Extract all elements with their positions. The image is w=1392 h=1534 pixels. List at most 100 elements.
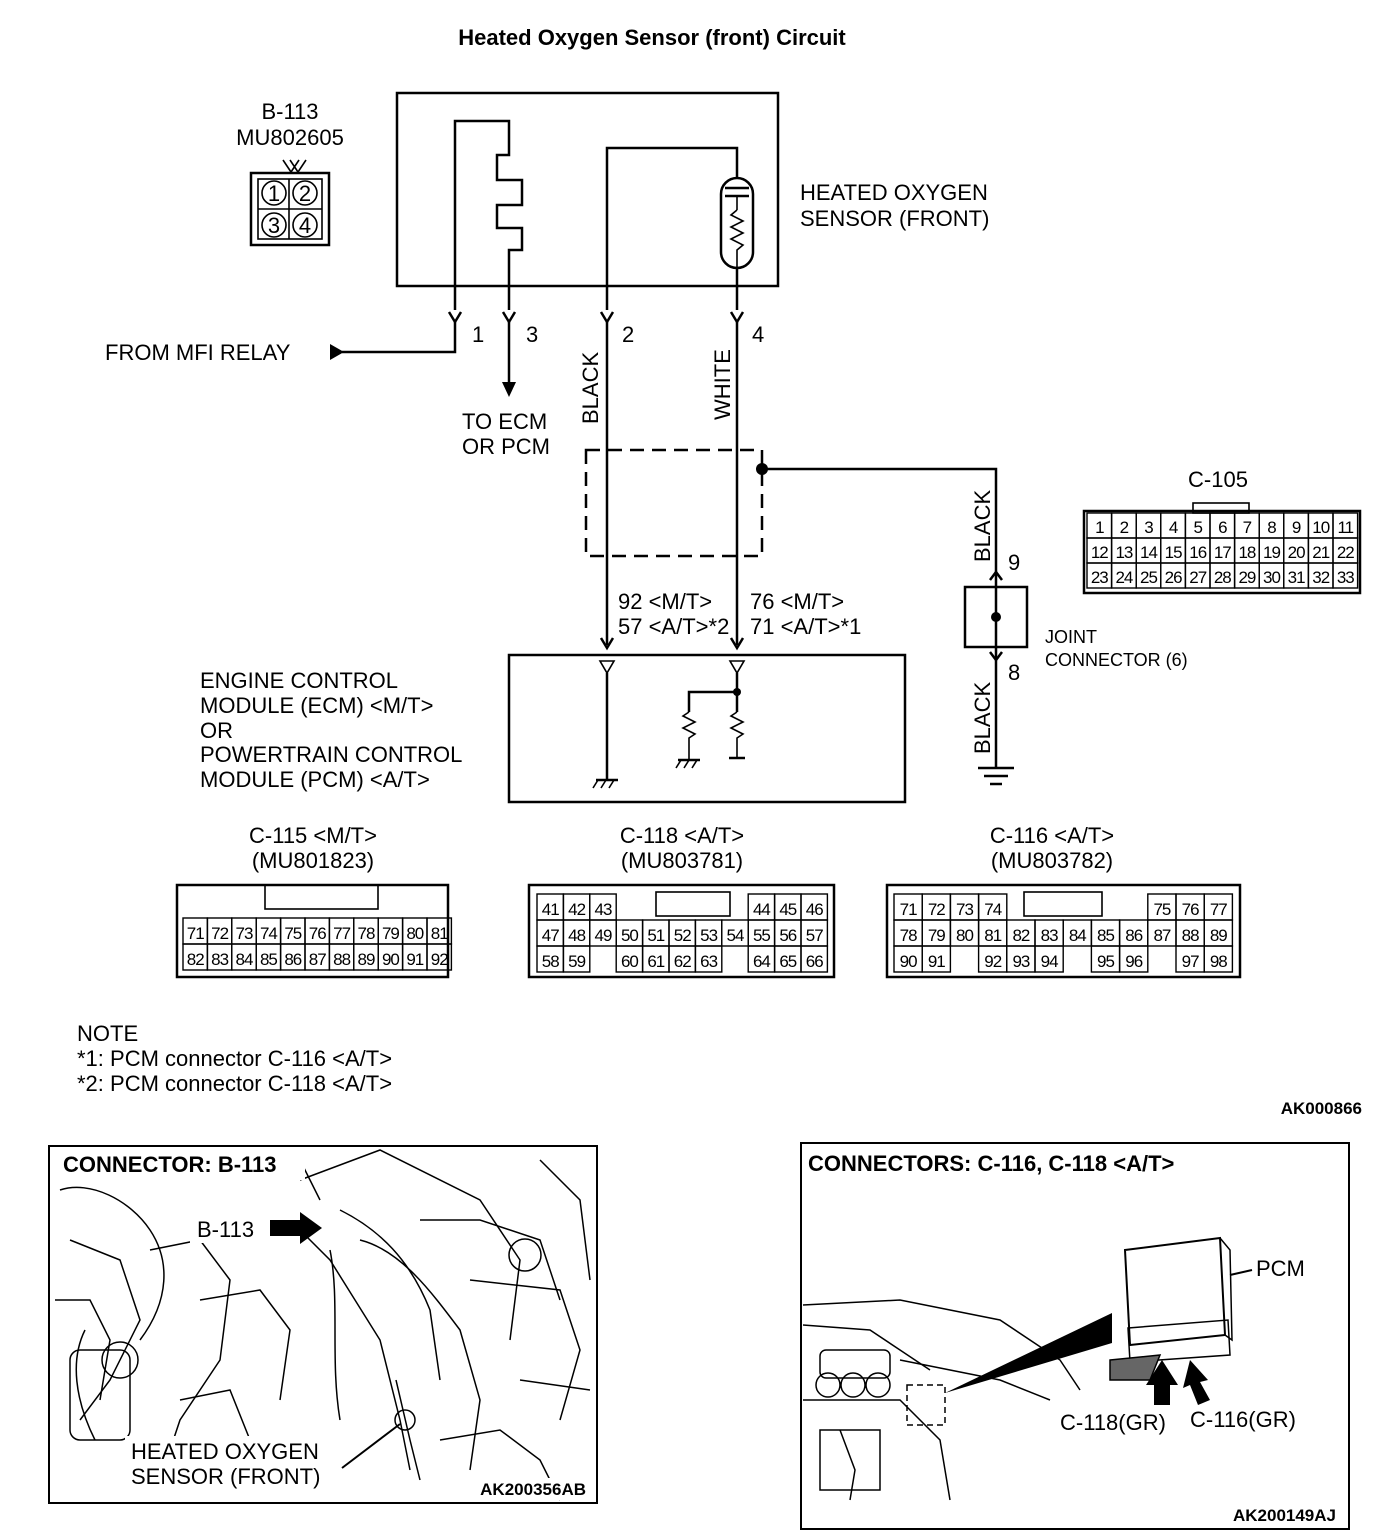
pin-label-3: 3 (526, 322, 538, 347)
b113-pin-3: 3 (268, 213, 280, 238)
wire-color-black-ground: BLACK (970, 682, 995, 754)
c118-pin: 44 (753, 900, 770, 919)
joint-label-1: JOINT (1045, 627, 1097, 647)
joint-connector (963, 569, 1029, 786)
c118-pin: 66 (806, 952, 823, 971)
c118-pin: 60 (621, 952, 638, 971)
c116-arrow-icon (1183, 1360, 1210, 1405)
figure-code: AK000866 (1281, 1099, 1362, 1118)
c105-pin: 25 (1140, 568, 1157, 587)
c115-pin: 78 (358, 924, 375, 943)
ecm-label-4: POWERTRAIN CONTROL (200, 742, 462, 767)
c105-pin: 13 (1115, 543, 1132, 562)
c115-pin: 88 (333, 950, 350, 969)
pin-label-4: 4 (752, 322, 764, 347)
b113-id: B-113 (261, 99, 318, 124)
c105-pin: 18 (1238, 543, 1255, 562)
c105-pin: 19 (1263, 543, 1280, 562)
c118-part: (MU803781) (621, 848, 743, 873)
c118-pin: 55 (753, 926, 770, 945)
photo-right-c118: C-118(GR) (1060, 1410, 1166, 1435)
c116-pin: 96 (1125, 952, 1142, 971)
c116-pin: 93 (1012, 952, 1029, 971)
wire-color-black-shield: BLACK (970, 490, 995, 562)
c116-pin: 75 (1153, 900, 1170, 919)
c118-pin: 62 (674, 952, 691, 971)
c105-pin: 29 (1238, 568, 1255, 587)
c118-pin: 61 (647, 952, 664, 971)
c105-pin: 9 (1292, 518, 1301, 537)
c105-id: C-105 (1188, 467, 1248, 492)
b113-part: MU802605 (236, 125, 344, 150)
c116-pin: 79 (928, 926, 945, 945)
c116-pin: 74 (984, 900, 1001, 919)
c118-pin: 46 (806, 900, 823, 919)
c105-pin: 6 (1218, 518, 1227, 537)
from-mfi-relay-label: FROM MFI RELAY (105, 340, 291, 365)
pin-arrows (447, 311, 745, 325)
c118-pin: 45 (779, 900, 796, 919)
c105-pin: 27 (1189, 568, 1206, 587)
note-2: *2: PCM connector C-118 <A/T> (77, 1071, 392, 1096)
c116-pin: 91 (928, 952, 945, 971)
c116-pin: 98 (1210, 952, 1227, 971)
c115-pin: 81 (431, 924, 448, 943)
c116-pin: 87 (1153, 926, 1170, 945)
ecm-pin-right-1: 76 <M/T> (750, 589, 844, 614)
b113-pin-4: 4 (299, 213, 311, 238)
pin-label-1: 1 (472, 322, 484, 347)
c105-pin: 15 (1165, 543, 1182, 562)
photo-left-code: AK200356AB (480, 1480, 586, 1499)
c105-pin: 20 (1288, 543, 1305, 562)
photo-left-pointer: B-113 (197, 1217, 254, 1242)
c115-pin: 73 (236, 924, 253, 943)
c118-pin: 42 (568, 900, 585, 919)
c115-pin: 82 (187, 950, 204, 969)
to-ecm-label-2: OR PCM (462, 434, 550, 459)
c105-pin: 24 (1115, 568, 1132, 587)
b113-pin-1: 1 (268, 181, 280, 206)
c116-part: (MU803782) (991, 848, 1113, 873)
photo-left-title: CONNECTOR: B-113 (63, 1152, 277, 1177)
c105-pin: 26 (1165, 568, 1182, 587)
c115-pin: 85 (260, 950, 277, 969)
c105-pin: 1 (1095, 518, 1104, 537)
c118-pin: 43 (595, 900, 612, 919)
c116-pin: 90 (900, 952, 917, 971)
c105-pin: 30 (1263, 568, 1280, 587)
c118-pin: 57 (806, 926, 823, 945)
c116-pin: 92 (984, 952, 1001, 971)
c118-pin: 52 (674, 926, 691, 945)
c116-pin: 94 (1041, 952, 1058, 971)
c118-pin: 63 (700, 952, 717, 971)
c115-pin: 92 (431, 950, 448, 969)
mfi-relay-arrow-icon (330, 344, 344, 360)
c118-pin: 50 (621, 926, 638, 945)
c105-pin: 10 (1312, 518, 1329, 537)
c116-pin: 71 (900, 900, 917, 919)
c105-pin: 3 (1144, 518, 1153, 537)
joint-pin-9: 9 (1008, 550, 1020, 575)
joint-pin-8: 8 (1008, 660, 1020, 685)
to-ecm-label-1: TO ECM (462, 409, 547, 434)
ecm-label-2: MODULE (ECM) <M/T> (200, 693, 433, 718)
ecm-label-1: ENGINE CONTROL (200, 668, 398, 693)
c118-id: C-118 <A/T> (620, 823, 744, 848)
photo-right-c116: C-116(GR) (1190, 1407, 1296, 1432)
c116-pin: 81 (984, 926, 1001, 945)
c115-pin: 84 (236, 950, 253, 969)
c118-pin: 41 (542, 900, 559, 919)
c105-pin: 28 (1214, 568, 1231, 587)
ecm-label-3: OR (200, 718, 233, 743)
c115-pin: 72 (211, 924, 228, 943)
c115-pin: 89 (358, 950, 375, 969)
c116-pin: 84 (1069, 926, 1086, 945)
c105-pin: 4 (1169, 518, 1178, 537)
c105-pin: 23 (1091, 568, 1108, 587)
ecm-label-5: MODULE (PCM) <A/T> (200, 767, 430, 792)
c118-pin: 47 (542, 926, 559, 945)
shield-box (584, 448, 764, 558)
